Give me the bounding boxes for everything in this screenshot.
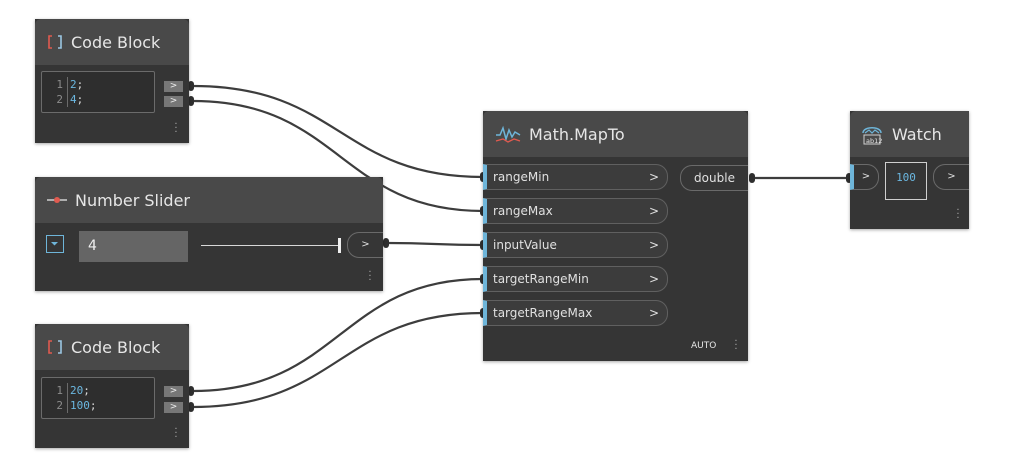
input-port-inputValue[interactable]: inputValue > bbox=[483, 232, 668, 258]
output-port-line-1[interactable]: > bbox=[164, 386, 183, 397]
code-value: 20 bbox=[70, 384, 84, 397]
wire-cb2-line1-to-targetRangeMin[interactable] bbox=[192, 277, 484, 393]
node-menu-dots-icon[interactable]: ··· bbox=[174, 119, 178, 138]
output-port-double[interactable]: double bbox=[680, 165, 748, 191]
input-port-targetRangeMin[interactable]: targetRangeMin > bbox=[483, 266, 668, 292]
node-menu-dots-icon[interactable]: ··· bbox=[174, 424, 178, 443]
output-port-line-2[interactable]: > bbox=[164, 96, 183, 107]
port-label: rangeMax bbox=[493, 204, 553, 218]
code-editor[interactable]: 1 2; 2 4; bbox=[41, 71, 155, 113]
code-block-node-2[interactable]: Code Block 1 20; 2 100; > > ··· bbox=[35, 324, 189, 448]
code-semicolon: ; bbox=[76, 93, 84, 106]
port-label: inputValue bbox=[493, 238, 557, 252]
expand-dropdown-button[interactable] bbox=[46, 235, 64, 253]
node-title: Code Block bbox=[71, 337, 161, 357]
node-header[interactable]: Number Slider bbox=[35, 177, 383, 223]
slider-output-port[interactable]: > bbox=[347, 232, 383, 258]
wire-slider-to-inputValue[interactable] bbox=[387, 241, 484, 247]
port-chevron: > bbox=[648, 170, 659, 184]
code-editor[interactable]: 1 20; 2 100; bbox=[41, 377, 155, 419]
code-line: 2 4; bbox=[42, 92, 154, 107]
node-menu-dots-icon[interactable]: ··· bbox=[956, 205, 960, 224]
lacing-label[interactable]: AUTO bbox=[691, 341, 717, 351]
code-value: 4 bbox=[70, 93, 77, 106]
input-port-rangeMax[interactable]: rangeMax > bbox=[483, 198, 668, 224]
math-mapto-node[interactable]: Math.MapTo rangeMin > rangeMax > inputVa… bbox=[483, 111, 748, 361]
watch-node[interactable]: ab12 Watch > 100 > ··· bbox=[850, 111, 969, 229]
slider-thumb[interactable] bbox=[338, 238, 341, 253]
port-label: rangeMin bbox=[493, 170, 550, 184]
code-line: 1 2; bbox=[42, 77, 154, 92]
node-header[interactable]: ab12 Watch bbox=[850, 111, 969, 157]
line-number: 1 bbox=[42, 77, 68, 92]
watch-lens-icon: ab12 bbox=[860, 122, 884, 146]
code-brackets-icon bbox=[47, 34, 63, 50]
code-line: 2 100; bbox=[42, 398, 154, 413]
output-port-line-2[interactable]: > bbox=[164, 402, 183, 413]
port-chevron: > bbox=[648, 306, 659, 320]
node-menu-dots-icon[interactable]: ··· bbox=[368, 267, 372, 286]
code-value: 2 bbox=[70, 78, 77, 91]
line-number: 2 bbox=[42, 398, 68, 413]
port-chevron: > bbox=[648, 238, 659, 252]
svg-text:ab12: ab12 bbox=[866, 137, 882, 145]
node-header[interactable]: Math.MapTo bbox=[483, 111, 748, 157]
input-port-rangeMin[interactable]: rangeMin > bbox=[483, 164, 668, 190]
code-line: 1 20; bbox=[42, 383, 154, 398]
code-semicolon: ; bbox=[83, 384, 90, 397]
number-slider-node[interactable]: Number Slider 4 > ··· bbox=[35, 177, 383, 291]
watch-output-port[interactable]: > bbox=[933, 164, 969, 190]
port-dot bbox=[749, 173, 755, 183]
watch-value-display: 100 bbox=[885, 162, 927, 200]
slider-value-input[interactable]: 4 bbox=[79, 231, 188, 262]
wire-cb1-line1-to-rangeMin[interactable] bbox=[192, 84, 484, 179]
line-number: 2 bbox=[42, 92, 68, 107]
node-title: Watch bbox=[892, 124, 942, 144]
slider-track[interactable] bbox=[201, 238, 341, 253]
port-chevron: > bbox=[648, 272, 659, 286]
node-title: Number Slider bbox=[75, 190, 190, 210]
port-label: targetRangeMin bbox=[493, 272, 589, 286]
input-port-targetRangeMax[interactable]: targetRangeMax > bbox=[483, 300, 668, 326]
node-menu-dots-icon[interactable]: ··· bbox=[734, 336, 738, 355]
port-label: targetRangeMax bbox=[493, 306, 593, 320]
watch-input-port[interactable]: > bbox=[850, 164, 879, 190]
node-header[interactable]: Code Block bbox=[35, 19, 189, 65]
code-brackets-icon bbox=[47, 339, 63, 355]
wire-cb2-line2-to-targetRangeMax[interactable] bbox=[192, 311, 484, 409]
node-header[interactable]: Code Block bbox=[35, 324, 189, 370]
port-chevron: > bbox=[648, 204, 659, 218]
slider-icon bbox=[47, 195, 67, 205]
output-port-line-1[interactable]: > bbox=[164, 81, 183, 92]
chevron-down-icon bbox=[51, 242, 58, 246]
node-title: Code Block bbox=[71, 32, 161, 52]
code-block-node-1[interactable]: Code Block 1 2; 2 4; > > ··· bbox=[35, 19, 189, 143]
code-value: 100 bbox=[70, 399, 90, 412]
line-number: 1 bbox=[42, 383, 68, 398]
wave-graph-icon bbox=[495, 124, 521, 144]
code-semicolon: ; bbox=[76, 78, 84, 91]
port-dot bbox=[383, 238, 389, 248]
node-title: Math.MapTo bbox=[529, 124, 625, 144]
code-semicolon: ; bbox=[89, 399, 97, 412]
